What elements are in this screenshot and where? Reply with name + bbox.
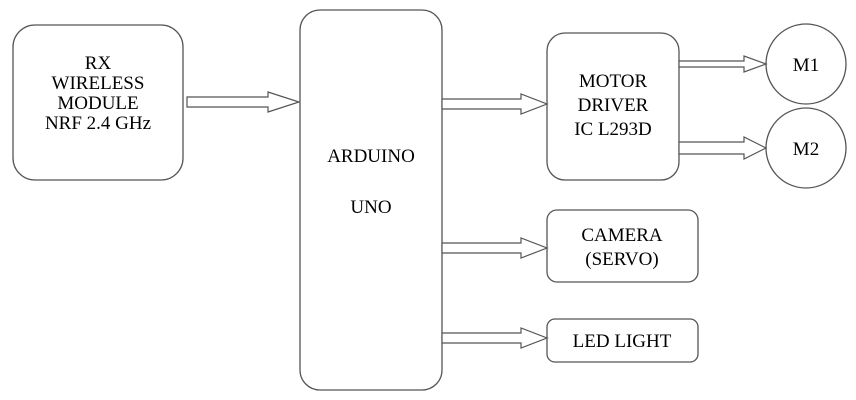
arrow-arduino-to-led	[441, 327, 549, 349]
arrow-driver-to-m1	[678, 55, 768, 73]
led-light-label: LED LIGHT	[573, 331, 672, 352]
arrow-arduino-to-motor-driver	[441, 93, 549, 115]
led-light-block: LED LIGHT	[546, 318, 699, 363]
camera-label-line1: CAMERA	[581, 225, 663, 246]
camera-label-line2: (SERVO)	[585, 249, 658, 270]
arduino-label-line2: UNO	[350, 197, 391, 218]
m1-label: M1	[793, 55, 819, 76]
arduino-label-line1: ARDUINO	[327, 146, 415, 167]
rx-label-line1: RX	[85, 53, 112, 74]
arduino-uno-block: ARDUINO UNO	[299, 9, 443, 391]
arrow-driver-to-m2	[678, 136, 768, 160]
motor-m1-circle: M1	[765, 23, 847, 105]
motor-driver-label-line3: IC L293D	[574, 119, 652, 140]
rx-label-line4: NRF 2.4 GHz	[45, 113, 151, 134]
camera-servo-block: CAMERA (SERVO)	[546, 209, 699, 283]
motor-driver-label-line1: MOTOR	[579, 71, 648, 92]
rx-label-line3: MODULE	[57, 93, 138, 114]
arrow-arduino-to-camera	[441, 237, 549, 259]
motor-driver-block: MOTOR DRIVER IC L293D	[546, 32, 680, 181]
arrow-rx-to-arduino	[186, 91, 301, 113]
motor-m2-circle: M2	[765, 107, 847, 189]
m2-label: M2	[793, 139, 819, 160]
motor-driver-label-line2: DRIVER	[578, 95, 649, 116]
rx-wireless-module-block: RX WIRELESS MODULE NRF 2.4 GHz	[12, 24, 184, 181]
rx-label-line2: WIRELESS	[52, 73, 145, 94]
